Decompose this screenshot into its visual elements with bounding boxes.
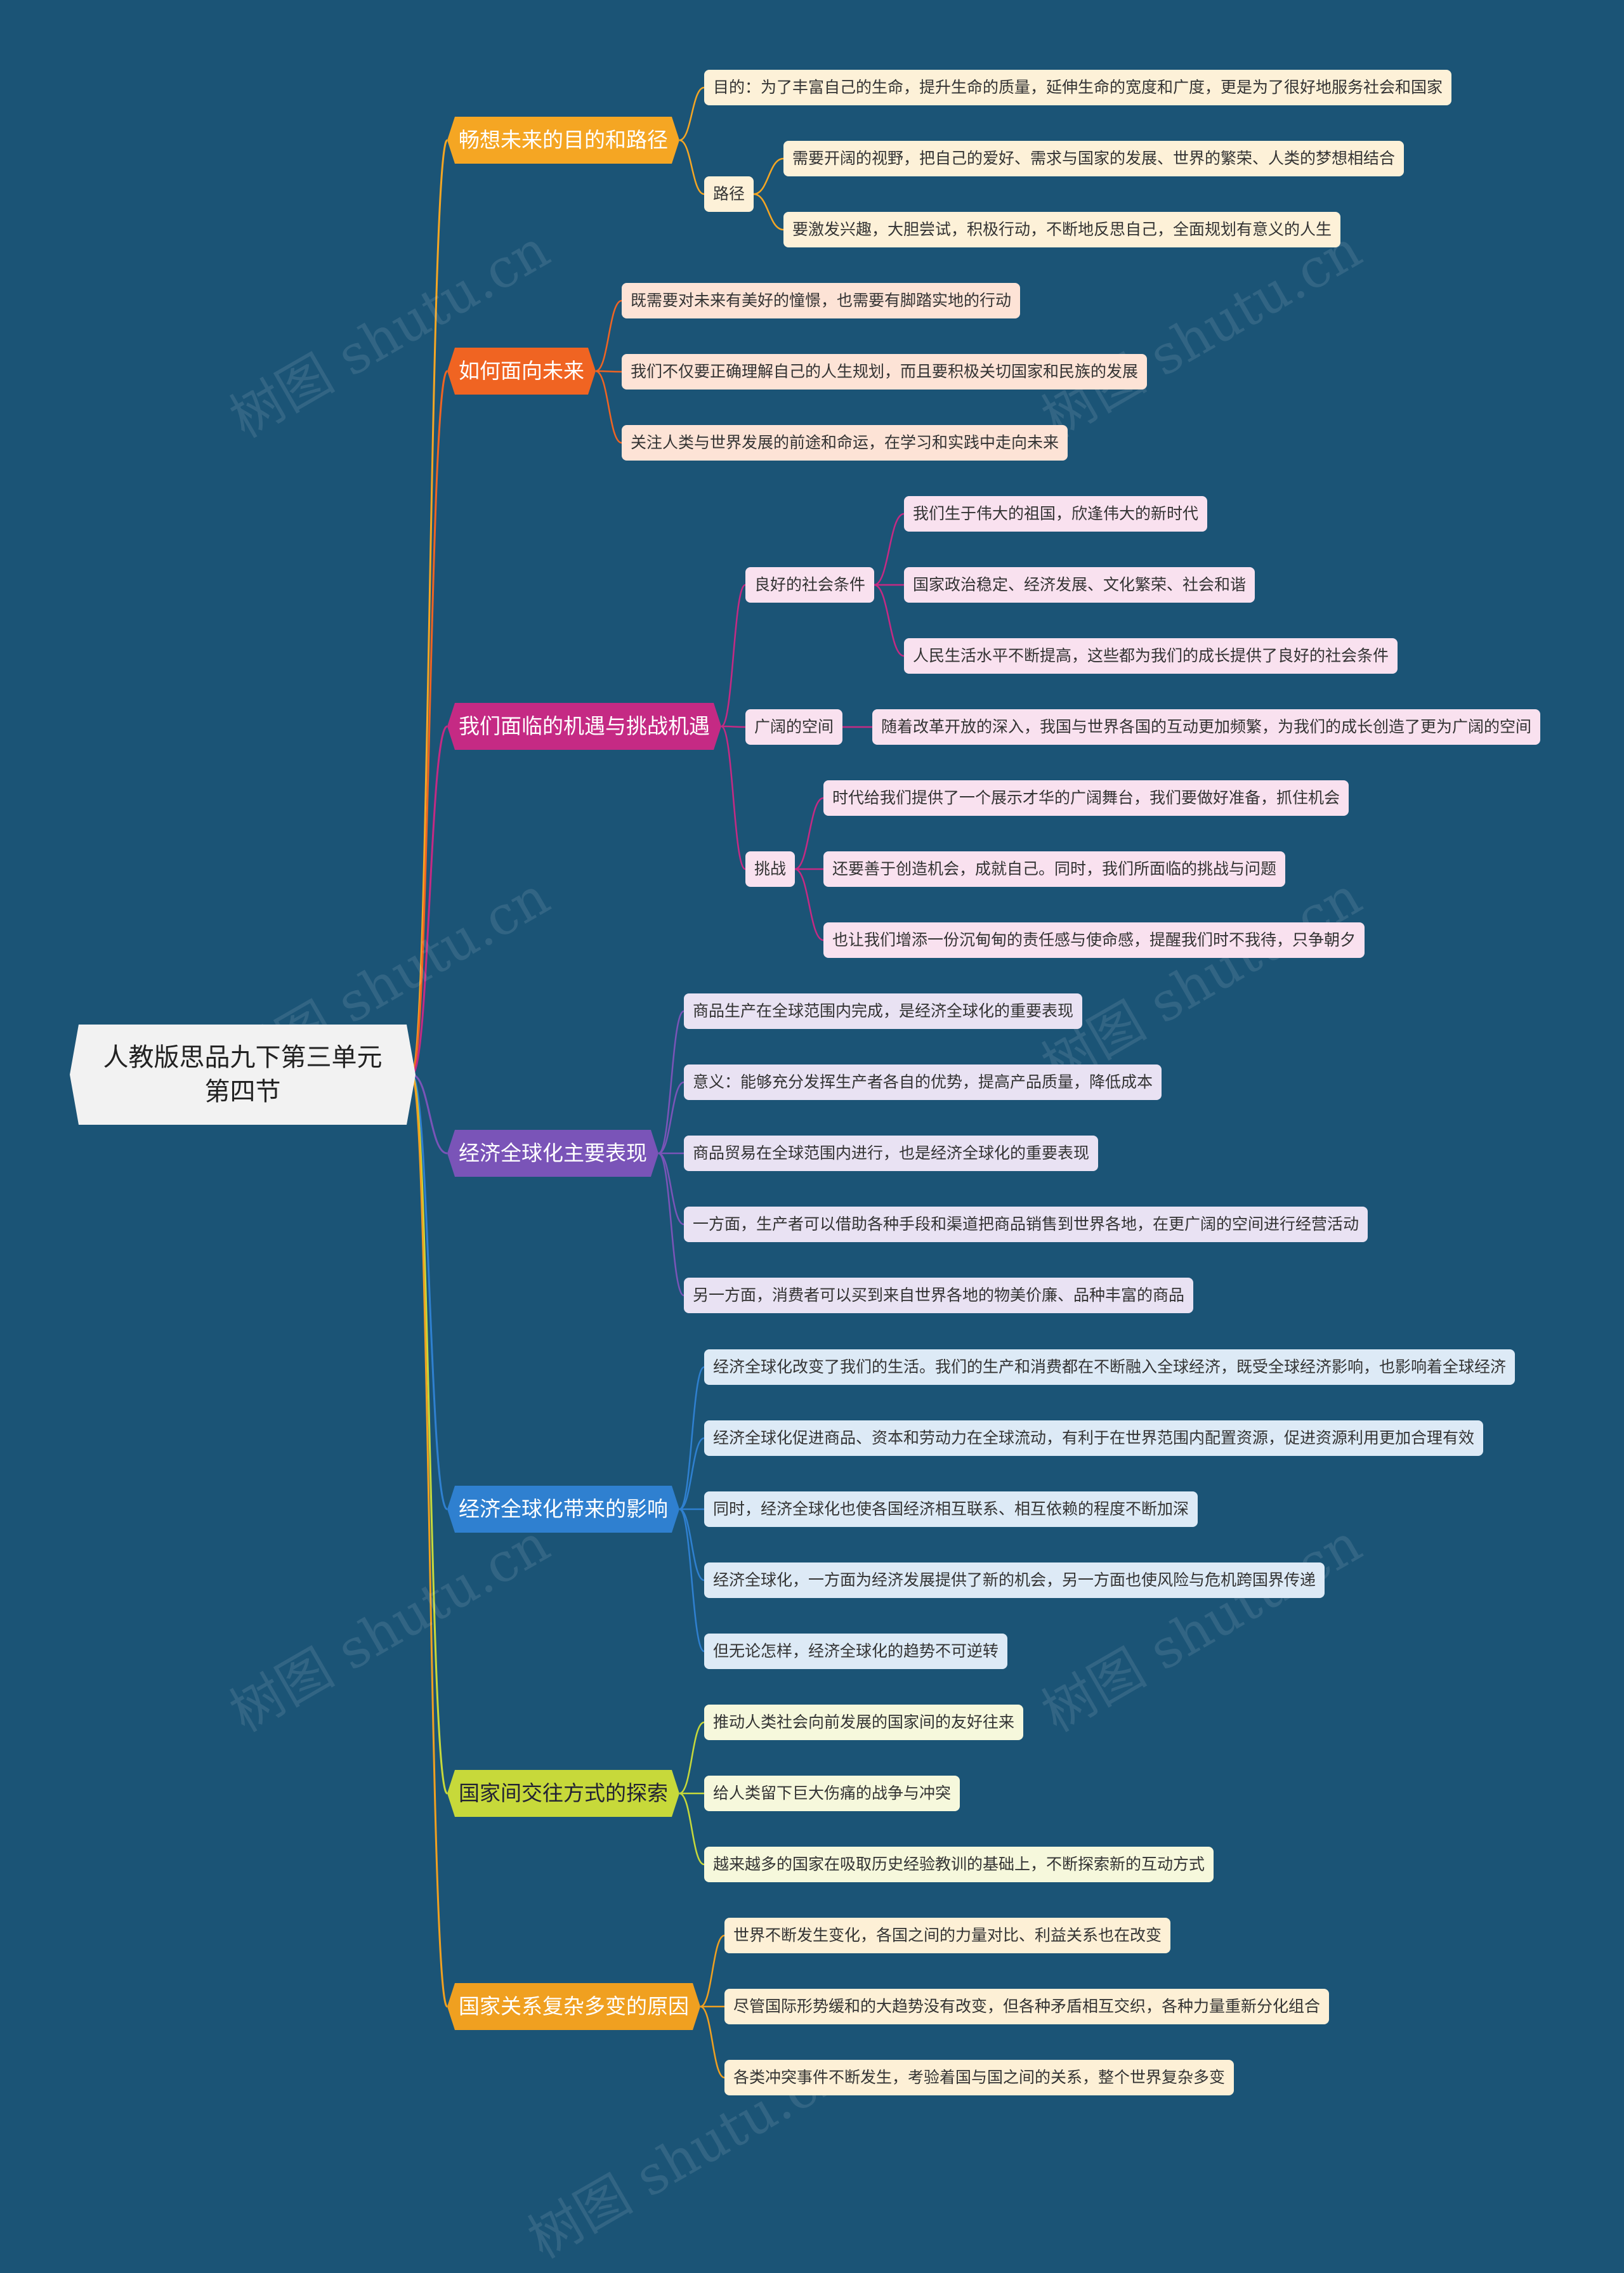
connector-line bbox=[658, 1010, 684, 1155]
connector-line bbox=[410, 139, 449, 1076]
connector-line bbox=[595, 299, 622, 372]
connector-line bbox=[794, 797, 824, 870]
leaf-manifestation-4[interactable]: 一方面，生产者可以借助各种手段和渠道把商品销售到世界各地，在更广阔的空间进行经营… bbox=[684, 1207, 1368, 1242]
connector-line bbox=[700, 2005, 725, 2079]
connector-line bbox=[595, 370, 622, 373]
connector-line bbox=[753, 157, 784, 195]
leaf-interaction-1[interactable]: 推动人类社会向前发展的国家间的友好往来 bbox=[704, 1705, 1024, 1740]
connector-line bbox=[874, 584, 905, 657]
connector-line bbox=[679, 1792, 705, 1866]
leaf-impact-5[interactable]: 但无论怎样，经济全球化的趋势不可逆转 bbox=[704, 1634, 1008, 1669]
leaf-manifestation-1[interactable]: 商品生产在全球范围内完成，是经济全球化的重要表现 bbox=[684, 993, 1083, 1029]
connector-line bbox=[721, 725, 746, 870]
leaf-reason-2[interactable]: 尽管国际形势缓和的大趋势没有改变，但各种矛盾相互交织，各种力量重新分化组合 bbox=[724, 1989, 1330, 2024]
connector-line bbox=[410, 1073, 449, 1510]
connector-line bbox=[721, 584, 746, 728]
leaf-purpose[interactable]: 目的：为了丰富自己的生命，提升生命的质量，延伸生命的宽度和广度，更是为了很好地服… bbox=[704, 70, 1452, 105]
connector-line bbox=[679, 1366, 705, 1510]
leaf-social-3[interactable]: 人民生活水平不断提高，这些都为我们的成长提供了良好的社会条件 bbox=[904, 638, 1398, 674]
connector-line bbox=[679, 139, 705, 195]
leaf-manifestation-5[interactable]: 另一方面，消费者可以买到来自世界各地的物美价廉、品种丰富的商品 bbox=[684, 1278, 1194, 1313]
leaf-face-future-3[interactable]: 关注人类与世界发展的前途和命运，在学习和实践中走向未来 bbox=[622, 425, 1068, 461]
root-topic[interactable]: 人教版思品九下第三单元 第四节 bbox=[70, 1025, 416, 1125]
connector-line bbox=[658, 1081, 684, 1155]
leaf-social-2[interactable]: 国家政治稳定、经济发展、文化繁荣、社会和谐 bbox=[904, 567, 1255, 603]
connector-line bbox=[679, 86, 705, 141]
connector-line bbox=[679, 1437, 705, 1510]
sub-topic-challenge[interactable]: 挑战 bbox=[745, 851, 796, 887]
connector-line bbox=[721, 725, 746, 728]
branch-complex-relations-reasons[interactable]: 国家关系复杂多变的原因 bbox=[447, 1983, 700, 2030]
branch-face-future[interactable]: 如何面向未来 bbox=[447, 348, 596, 395]
leaf-manifestation-3[interactable]: 商品贸易在全球范围内进行，也是经济全球化的重要表现 bbox=[684, 1136, 1099, 1171]
root-topic-line1: 人教版思品九下第三单元 bbox=[103, 1043, 383, 1072]
leaf-impact-4[interactable]: 经济全球化，一方面为经济发展提供了新的机会，另一方面也使风险与危机跨国界传递 bbox=[704, 1562, 1325, 1598]
leaf-path-interest[interactable]: 要激发兴趣，大胆尝试，积极行动，不断地反思自己，全面规划有意义的人生 bbox=[783, 212, 1341, 247]
connector-line bbox=[679, 1721, 705, 1795]
connector-line bbox=[410, 725, 449, 1076]
connector-line bbox=[658, 1152, 684, 1297]
leaf-reason-1[interactable]: 世界不断发生变化，各国之间的力量对比、利益关系也在改变 bbox=[724, 1918, 1171, 1953]
leaf-interaction-3[interactable]: 越来越多的国家在吸取历史经验教训的基础上，不断探索新的互动方式 bbox=[704, 1847, 1214, 1882]
leaf-challenge-2[interactable]: 还要善于创造机会，成就自己。同时，我们所面临的挑战与问题 bbox=[823, 851, 1286, 887]
connector-line bbox=[679, 1508, 705, 1653]
connector-line bbox=[410, 370, 449, 1076]
connector-line bbox=[595, 370, 622, 444]
connector-line bbox=[874, 513, 905, 586]
leaf-impact-2[interactable]: 经济全球化促进商品、资本和劳动力在全球流动，有利于在世界范围内配置资源，促进资源… bbox=[704, 1420, 1484, 1456]
leaf-impact-3[interactable]: 同时，经济全球化也使各国经济相互联系、相互依赖的程度不断加深 bbox=[704, 1491, 1198, 1527]
sub-topic-social-conditions[interactable]: 良好的社会条件 bbox=[745, 567, 875, 603]
branch-future-purpose-path[interactable]: 畅想未来的目的和路径 bbox=[447, 117, 679, 164]
connector-line bbox=[410, 1073, 449, 1795]
leaf-manifestation-2[interactable]: 意义：能够充分发挥生产者各自的优势，提高产品质量，降低成本 bbox=[684, 1064, 1162, 1100]
connector-line bbox=[679, 1508, 705, 1582]
connector-line bbox=[411, 1073, 448, 1155]
connector-line bbox=[700, 1934, 725, 2008]
connector-line bbox=[410, 1073, 449, 2008]
connector-line bbox=[753, 193, 784, 231]
branch-globalization-impact[interactable]: 经济全球化带来的影响 bbox=[447, 1486, 679, 1533]
leaf-face-future-2[interactable]: 我们不仅要正确理解自己的人生规划，而且要积极关切国家和民族的发展 bbox=[622, 354, 1148, 390]
leaf-face-future-1[interactable]: 既需要对未来有美好的憧憬，也需要有脚踏实地的行动 bbox=[622, 283, 1021, 318]
leaf-impact-1[interactable]: 经济全球化改变了我们的生活。我们的生产和消费都在不断融入全球经济，既受全球经济影… bbox=[704, 1349, 1516, 1385]
mindmap-canvas: 树图 shutu.cn 树图 shutu.cn 树图 shutu.cn 树图 s… bbox=[0, 70, 1541, 2270]
leaf-social-1[interactable]: 我们生于伟大的祖国，欣逢伟大的新时代 bbox=[904, 496, 1208, 532]
leaf-challenge-1[interactable]: 时代给我们提供了一个展示才华的广阔舞台，我们要做好准备，抓住机会 bbox=[823, 780, 1349, 816]
sub-topic-broad-space[interactable]: 广阔的空间 bbox=[745, 709, 843, 745]
leaf-path-vision[interactable]: 需要开阔的视野，把自己的爱好、需求与国家的发展、世界的繁荣、人类的梦想相结合 bbox=[783, 141, 1405, 176]
branch-interaction-exploration[interactable]: 国家间交往方式的探索 bbox=[447, 1770, 679, 1817]
connector-line bbox=[794, 868, 824, 941]
branch-globalization-manifestations[interactable]: 经济全球化主要表现 bbox=[447, 1130, 658, 1177]
connector-lines bbox=[410, 86, 905, 2079]
root-topic-line2: 第四节 bbox=[204, 1077, 281, 1106]
leaf-interaction-2[interactable]: 给人类留下巨大伤痛的战争与冲突 bbox=[704, 1776, 960, 1811]
leaf-reason-3[interactable]: 各类冲突事件不断发生，考验着国与国之间的关系，整个世界复杂多变 bbox=[724, 2060, 1234, 2095]
branch-opportunities-challenges[interactable]: 我们面临的机遇与挑战机遇 bbox=[447, 703, 721, 750]
leaf-challenge-3[interactable]: 也让我们增添一份沉甸甸的责任感与使命感，提醒我们时不我待，只争朝夕 bbox=[823, 922, 1365, 958]
connector-line bbox=[658, 1152, 684, 1226]
sub-topic-path[interactable]: 路径 bbox=[704, 176, 754, 212]
leaf-broad-space[interactable]: 随着改革开放的深入，我国与世界各国的互动更加频繁，为我们的成长创造了更为广阔的空… bbox=[872, 709, 1541, 745]
